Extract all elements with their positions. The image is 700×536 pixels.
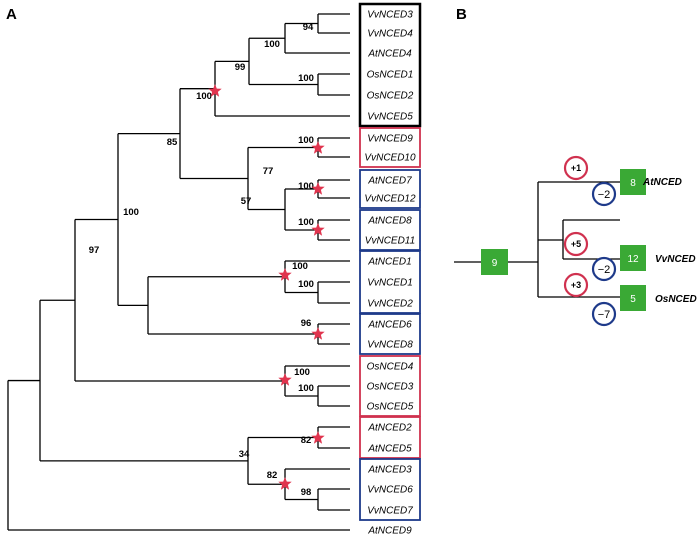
duplication-star [311, 182, 325, 195]
bootstrap-value: 82 [267, 470, 278, 481]
leaf-label: VvNCED5 [367, 112, 413, 123]
panel-a: A VvNCED3VvNCED4AtNCED4OsNCED1OsNCED2VvNC… [6, 2, 422, 536]
loss-value: −7 [598, 309, 611, 321]
clade-box [359, 209, 421, 251]
bootstrap-value: 100 [298, 279, 314, 290]
leaf-label: VvNCED1 [367, 278, 413, 289]
leaf-label: VvNCED11 [365, 236, 415, 247]
leaf-label: VvNCED12 [364, 194, 416, 205]
loss-value: −2 [598, 189, 611, 201]
leaf-label: VvNCED4 [367, 29, 413, 40]
clade-box [358, 2, 422, 128]
leaf-label: OsNCED4 [367, 362, 414, 373]
leaf-label: AtNCED1 [367, 257, 411, 268]
leaf-label: AtNCED9 [367, 526, 412, 536]
species-count: 5 [630, 294, 636, 305]
gain-value: +3 [571, 280, 581, 290]
leaf-label: OsNCED5 [367, 402, 414, 413]
leaf-label: OsNCED3 [367, 382, 414, 393]
bootstrap-value: 94 [303, 22, 314, 33]
leaf-label: VvNCED6 [367, 485, 413, 496]
leaf-label: AtNCED8 [367, 216, 412, 227]
clade-box [359, 127, 421, 168]
species-count-box [620, 245, 646, 271]
bootstrap-value: 85 [167, 137, 178, 148]
duplication-star [311, 223, 325, 236]
clade-box [359, 250, 421, 314]
bootstrap-value: 100 [298, 135, 314, 146]
gain-circle [563, 155, 589, 181]
gain-circle [563, 272, 589, 298]
loss-circle [591, 256, 617, 282]
gain-value: +1 [571, 163, 581, 173]
bootstrap-value: 100 [298, 73, 314, 84]
leaf-label: AtNCED2 [367, 423, 412, 434]
taxon-label: OsNCED [655, 294, 697, 305]
leaf-label: VvNCED2 [367, 299, 413, 310]
clade-box [359, 169, 421, 209]
species-count-box [620, 285, 646, 311]
bootstrap-value: 100 [298, 217, 314, 228]
gain-circle [563, 231, 589, 257]
bootstrap-value: 100 [294, 367, 310, 378]
leaf-label: VvNCED7 [367, 506, 413, 517]
bootstrap-value: 77 [263, 166, 274, 177]
leaf-label: VvNCED8 [367, 340, 413, 351]
duplication-star [278, 477, 292, 490]
bootstrap-value: 57 [241, 196, 252, 207]
bootstrap-value: 98 [301, 487, 312, 498]
leaf-label: VvNCED10 [364, 153, 416, 164]
bootstrap-value: 100 [264, 39, 280, 50]
bootstrap-value: 100 [196, 91, 212, 102]
leaf-label: VvNCED9 [367, 134, 413, 145]
bootstrap-value: 100 [292, 261, 308, 272]
duplication-star [208, 84, 222, 97]
clade-box [359, 458, 421, 521]
root-count-box [481, 249, 508, 275]
loss-value: −2 [598, 264, 611, 276]
taxon-label: AtNCED [642, 177, 682, 188]
leaf-label: AtNCED5 [367, 444, 412, 455]
gain-value: +5 [571, 239, 581, 249]
bootstrap-value: 100 [298, 181, 314, 192]
duplication-star [311, 431, 325, 444]
leaf-label: VvNCED3 [367, 10, 413, 21]
root-count: 9 [492, 258, 498, 269]
bootstrap-value: 99 [235, 62, 246, 73]
bootstrap-value: 82 [301, 435, 312, 446]
leaf-label: OsNCED1 [367, 70, 414, 81]
duplication-star [278, 373, 292, 386]
loss-circle [591, 301, 617, 327]
clade-box [359, 355, 421, 417]
bootstrap-value: 100 [123, 207, 139, 218]
bootstrap-value: 100 [298, 383, 314, 394]
duplication-star [278, 268, 292, 281]
clade-box [359, 416, 421, 459]
species-count: 12 [627, 254, 639, 265]
leaf-label: AtNCED4 [367, 49, 412, 60]
bootstrap-value: 97 [89, 245, 100, 256]
species-count-box [620, 169, 646, 195]
species-count: 8 [630, 178, 636, 189]
bootstrap-value: 34 [239, 449, 250, 460]
leaf-label: AtNCED3 [367, 465, 412, 476]
bootstrap-value: 96 [301, 318, 312, 329]
leaf-label: AtNCED6 [367, 320, 412, 331]
leaf-label: OsNCED2 [367, 91, 414, 102]
panel-a-label: A [6, 6, 17, 23]
loss-circle [591, 181, 617, 207]
taxon-label: VvNCED [655, 254, 696, 265]
panel-b-label: B [456, 6, 467, 23]
leaf-label: AtNCED7 [367, 176, 412, 187]
duplication-star [311, 327, 325, 340]
duplication-star [311, 141, 325, 154]
clade-box [359, 313, 421, 355]
